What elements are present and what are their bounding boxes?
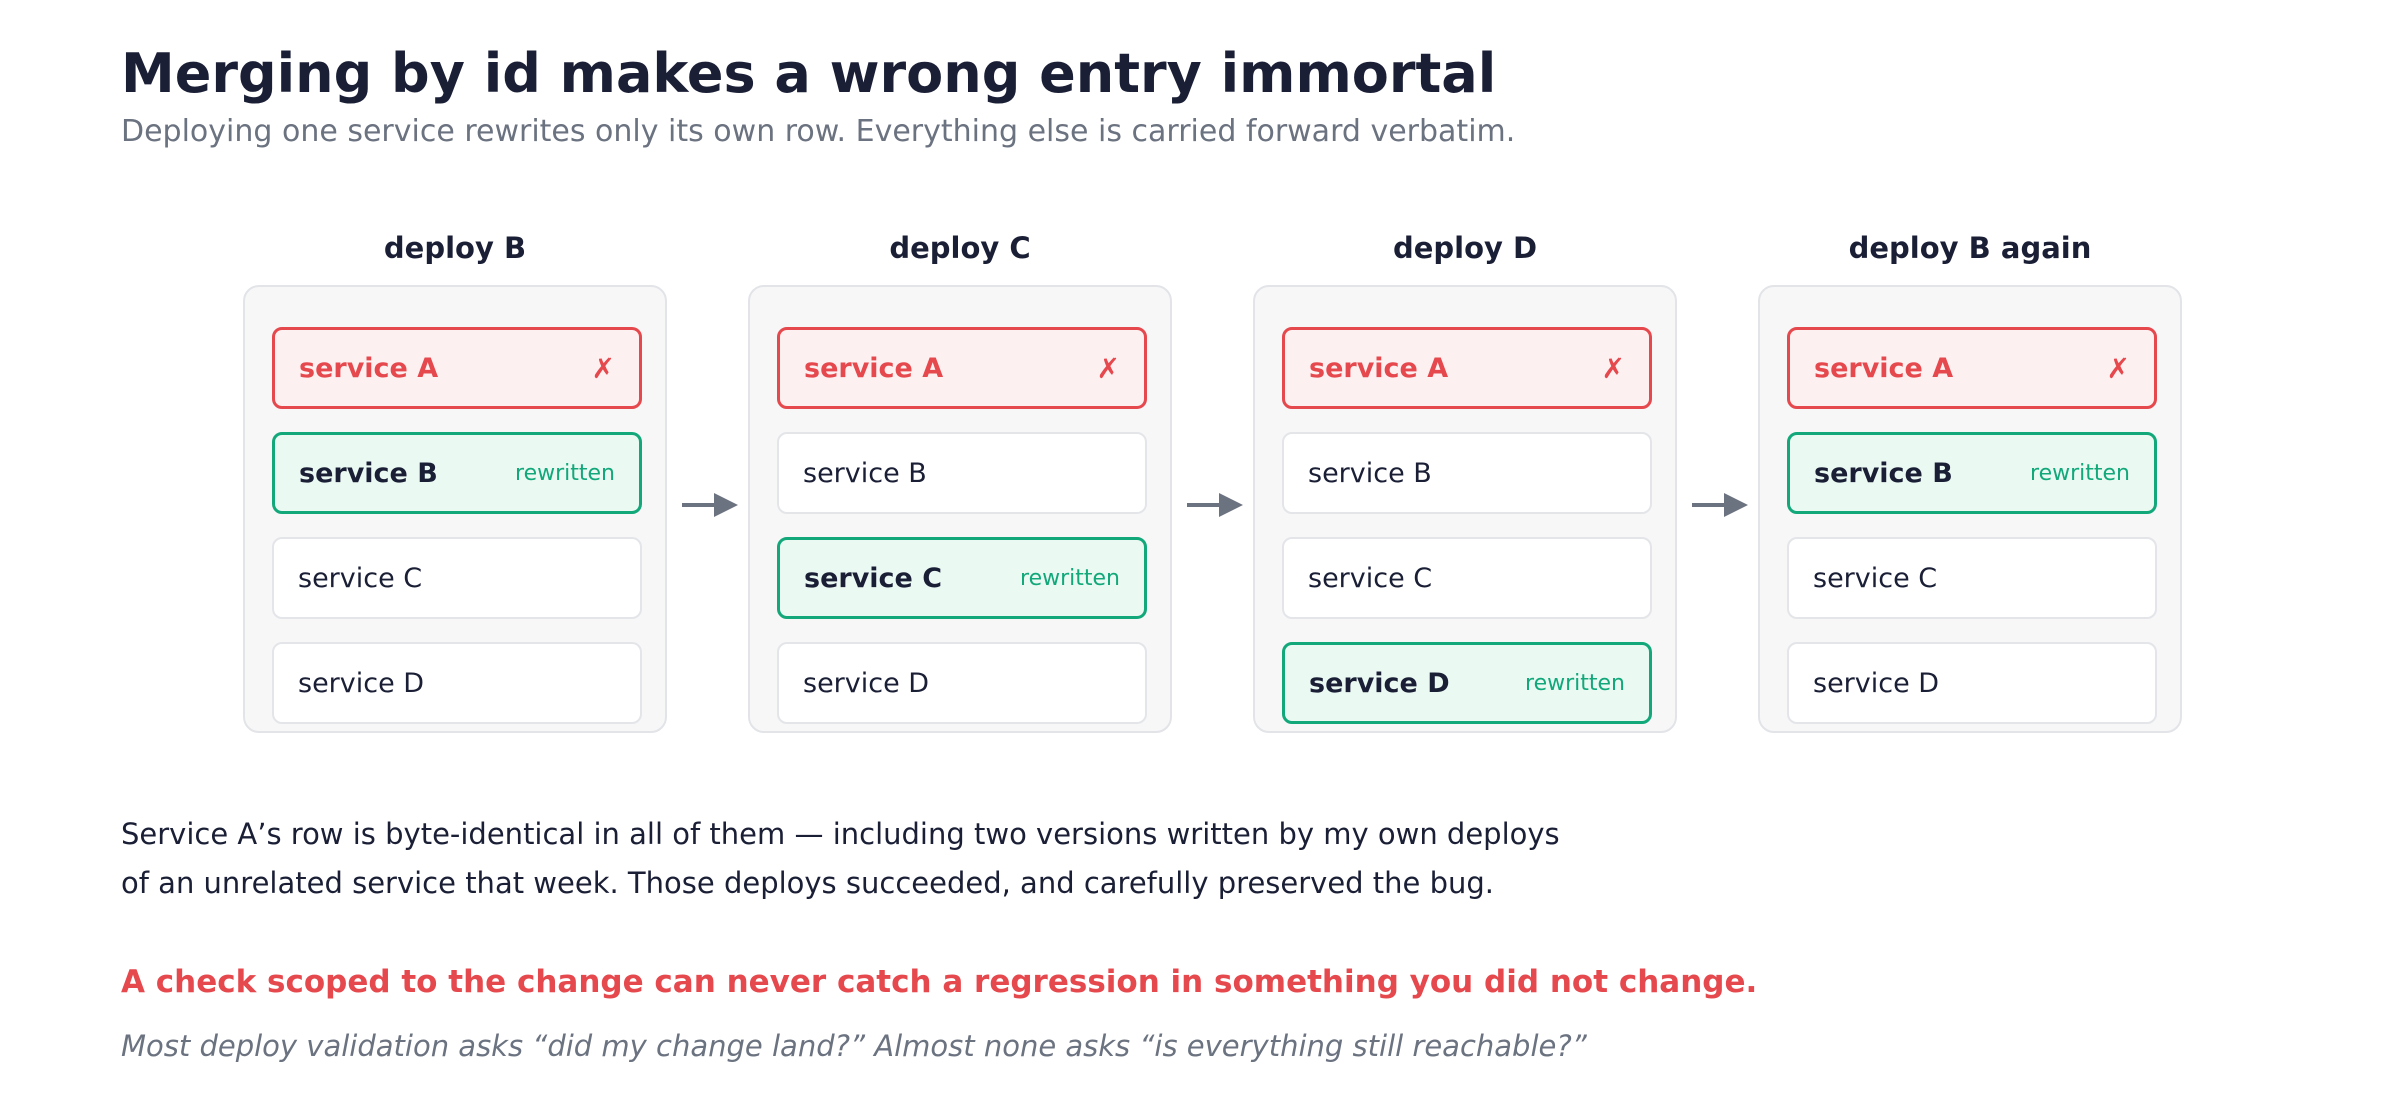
service-name: service A — [1309, 352, 1449, 384]
service-name: service B — [1308, 457, 1432, 489]
service-row: service B — [777, 432, 1147, 514]
deploy-diagram: deploy B service A ✗ service B rewritten… — [243, 231, 2182, 733]
stage-panel: service A ✗ service B rewritten service … — [1758, 285, 2182, 733]
arrow-right-icon — [682, 493, 738, 517]
arrow-right-icon — [1692, 493, 1748, 517]
error-cross-icon: ✗ — [1096, 351, 1120, 385]
service-row-wrong: service A ✗ — [272, 327, 642, 409]
service-row: service C — [1787, 537, 2157, 619]
error-cross-icon: ✗ — [2106, 351, 2130, 385]
service-name: service A — [299, 352, 439, 384]
page-title: Merging by id makes a wrong entry immort… — [121, 42, 1497, 105]
stage-label: deploy D — [1392, 231, 1538, 265]
service-row-rewritten: service B rewritten — [272, 432, 642, 514]
stage-panel: service A ✗ service B service C service … — [1253, 285, 1677, 733]
stage-label: deploy B again — [1848, 231, 2092, 265]
service-name: service D — [1309, 667, 1450, 699]
service-name: service C — [1308, 562, 1433, 594]
rewritten-tag: rewritten — [515, 460, 615, 486]
service-row: service D — [1787, 642, 2157, 724]
key-takeaway: A check scoped to the change can never c… — [121, 964, 1758, 1000]
service-name: service C — [298, 562, 423, 594]
service-name: service D — [298, 667, 425, 699]
service-row-wrong: service A ✗ — [1282, 327, 1652, 409]
service-row-rewritten: service C rewritten — [777, 537, 1147, 619]
service-row: service D — [777, 642, 1147, 724]
stage-label: deploy B — [383, 231, 527, 265]
rewritten-tag: rewritten — [1525, 670, 1625, 696]
service-name: service B — [299, 457, 438, 489]
rewritten-tag: rewritten — [1020, 565, 1120, 591]
service-row: service C — [272, 537, 642, 619]
footnote: Most deploy validation asks “did my chan… — [121, 1029, 1587, 1063]
explanation-line: of an unrelated service that week. Those… — [121, 866, 1495, 900]
stage-label: deploy C — [889, 231, 1031, 265]
service-row-wrong: service A ✗ — [777, 327, 1147, 409]
service-name: service D — [1813, 667, 1940, 699]
error-cross-icon: ✗ — [1601, 351, 1625, 385]
service-row-wrong: service A ✗ — [1787, 327, 2157, 409]
page-subtitle: Deploying one service rewrites only its … — [121, 114, 1516, 149]
explanation-line: Service A’s row is byte-identical in all… — [121, 817, 1560, 851]
service-name: service C — [1813, 562, 1938, 594]
service-name: service C — [804, 562, 943, 594]
stage-panel: service A ✗ service B service C rewritte… — [748, 285, 1172, 733]
arrow-right-icon — [1187, 493, 1243, 517]
explanation-paragraph: Service A’s row is byte-identical in all… — [121, 810, 1681, 908]
service-name: service D — [803, 667, 930, 699]
stage-panel: service A ✗ service B rewritten service … — [243, 285, 667, 733]
service-name: service A — [804, 352, 944, 384]
service-row: service B — [1282, 432, 1652, 514]
service-row: service D — [272, 642, 642, 724]
service-name: service B — [803, 457, 927, 489]
service-name: service B — [1814, 457, 1953, 489]
service-name: service A — [1814, 352, 1954, 384]
rewritten-tag: rewritten — [2030, 460, 2130, 486]
service-row: service C — [1282, 537, 1652, 619]
service-row-rewritten: service D rewritten — [1282, 642, 1652, 724]
service-row-rewritten: service B rewritten — [1787, 432, 2157, 514]
error-cross-icon: ✗ — [591, 351, 615, 385]
